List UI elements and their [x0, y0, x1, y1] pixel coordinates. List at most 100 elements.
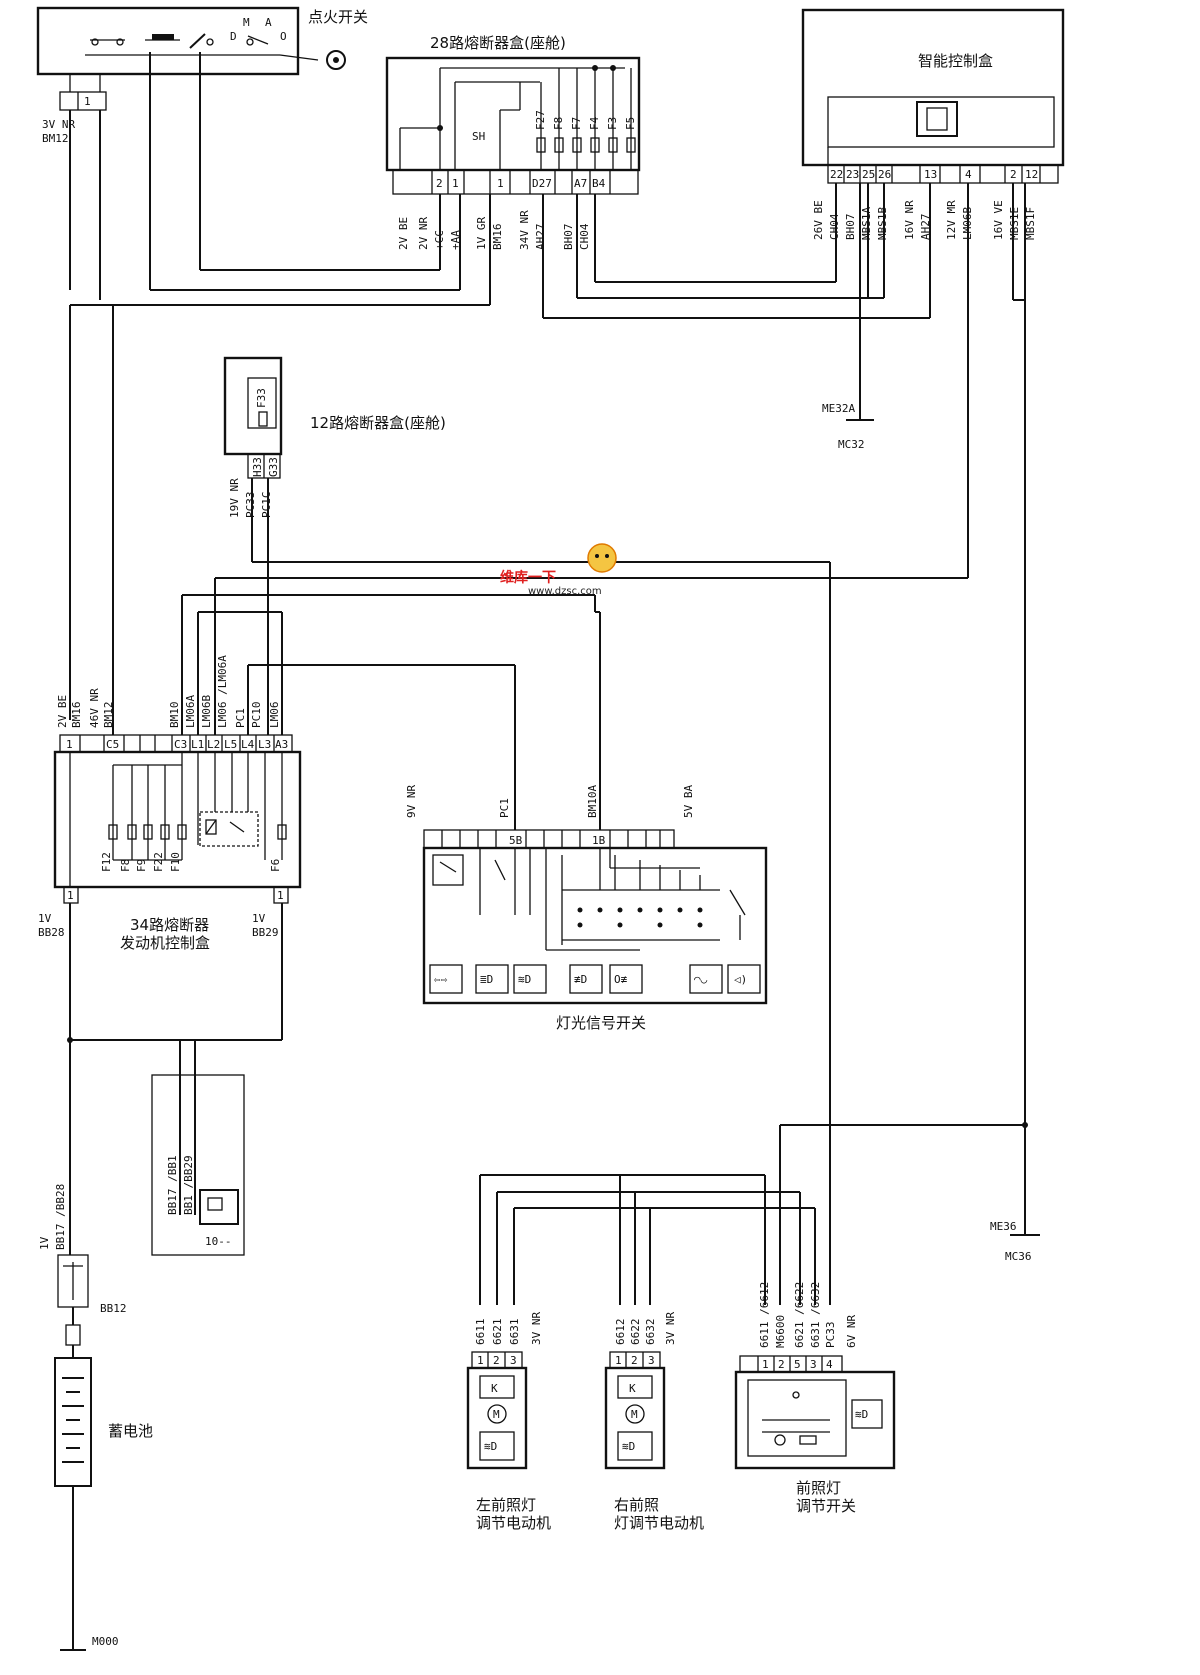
svg-text:4: 4 — [965, 168, 972, 181]
svg-text:1: 1 — [497, 177, 504, 190]
svg-text:F12: F12 — [100, 852, 113, 872]
svg-text:M: M — [243, 16, 250, 29]
svg-text:L4: L4 — [241, 738, 255, 751]
svg-text:F7: F7 — [570, 117, 583, 130]
svg-text:2V BE: 2V BE — [397, 217, 410, 250]
right-motor-label: 右前照 — [614, 1496, 659, 1514]
svg-text:C3: C3 — [174, 738, 187, 751]
fusebox-34-title: 34路熔断器 — [130, 916, 209, 934]
svg-text:AH27: AH27 — [534, 224, 547, 251]
svg-text:ME32A: ME32A — [822, 402, 855, 415]
fusebox-12-title: 12路熔断器盒(座舱) — [310, 414, 446, 432]
svg-text:1V GR: 1V GR — [475, 217, 488, 250]
svg-text:26: 26 — [878, 168, 891, 181]
svg-text:BB12: BB12 — [100, 1302, 127, 1315]
svg-text:K: K — [491, 1382, 498, 1395]
svg-text:6621 /6622: 6621 /6622 — [793, 1282, 806, 1348]
svg-text:1: 1 — [477, 1354, 484, 1367]
svg-text:6631 /6632: 6631 /6632 — [809, 1282, 822, 1348]
svg-text:2V BE: 2V BE — [56, 695, 69, 728]
svg-text:23: 23 — [846, 168, 859, 181]
svg-text:L1: L1 — [191, 738, 204, 751]
svg-text:25: 25 — [862, 168, 875, 181]
svg-text:5B: 5B — [509, 834, 523, 847]
svg-text:灯调节电动机: 灯调节电动机 — [614, 1514, 704, 1532]
svg-text:L5: L5 — [224, 738, 237, 751]
svg-text:4: 4 — [826, 1358, 833, 1371]
svg-text:5: 5 — [794, 1358, 801, 1371]
svg-text:F5: F5 — [624, 117, 637, 130]
svg-text:F33: F33 — [255, 388, 268, 408]
svg-text:3: 3 — [648, 1354, 655, 1367]
headlamp-icon: ≋D — [855, 1408, 868, 1421]
svg-text:26V BE: 26V BE — [812, 200, 825, 240]
ground-mc32: ME32A MC32 — [822, 183, 874, 451]
left-motor-label: 左前照灯 — [476, 1496, 536, 1514]
svg-text:5V BA: 5V BA — [682, 785, 695, 818]
turn-signal-icon: ⇦⇨ — [434, 973, 448, 986]
svg-text:AH27: AH27 — [919, 214, 932, 241]
svg-text:F6: F6 — [269, 859, 282, 872]
svg-text:BM10: BM10 — [168, 702, 181, 729]
left-headlamp-motor: 6611 6621 6631 3V NR 1 2 3 K M ≋D 左前照灯 调… — [466, 1312, 551, 1532]
svg-text:3V NR: 3V NR — [530, 1312, 543, 1345]
svg-text:C5: C5 — [106, 738, 119, 751]
svg-text:10--: 10-- — [205, 1235, 232, 1248]
fusebox-28-title: 28路熔断器盒(座舱) — [430, 34, 566, 52]
svg-text:K: K — [629, 1382, 636, 1395]
svg-text:D27: D27 — [532, 177, 552, 190]
svg-text:BM16: BM16 — [70, 702, 83, 729]
svg-text:L2: L2 — [207, 738, 220, 751]
svg-text:MBS1A: MBS1A — [860, 207, 873, 240]
fusebox-28-fuses: F27 F8 F7 F4 F3 F5 — [534, 65, 637, 170]
svg-text:6631: 6631 — [508, 1319, 521, 1346]
svg-text:2: 2 — [778, 1358, 785, 1371]
svg-text:M6600: M6600 — [774, 1315, 787, 1348]
svg-text:PC10: PC10 — [250, 702, 263, 729]
svg-text:6611 /6612: 6611 /6612 — [758, 1282, 771, 1348]
svg-text:6621: 6621 — [491, 1319, 504, 1346]
svg-text:2V NR: 2V NR — [417, 217, 430, 250]
svg-text:12: 12 — [1025, 168, 1038, 181]
svg-text:2: 2 — [631, 1354, 638, 1367]
headlamp-icon: ≋D — [484, 1440, 497, 1453]
svg-text:BM12: BM12 — [42, 132, 69, 145]
svg-text:1: 1 — [762, 1358, 769, 1371]
bsi-title: 智能控制盒 — [918, 52, 993, 70]
svg-text:PC1: PC1 — [234, 708, 247, 728]
svg-text:BB29: BB29 — [252, 926, 279, 939]
headlamp-icon: ≋D — [622, 1440, 635, 1453]
svg-text:1V: 1V — [252, 912, 266, 925]
svg-text:+AA: +AA — [449, 230, 462, 250]
svg-text:F9: F9 — [135, 859, 148, 872]
svg-text:BB1 /BB29: BB1 /BB29 — [182, 1155, 195, 1215]
svg-text:发动机控制盒: 发动机控制盒 — [120, 934, 210, 952]
light-switch-title: 灯光信号开关 — [556, 1014, 646, 1032]
svg-text:LM06: LM06 — [268, 702, 281, 729]
svg-text:M000: M000 — [92, 1635, 119, 1648]
svg-text:MC32: MC32 — [838, 438, 865, 451]
fusebox-12: F33 H33 G33 12路熔断器盒(座舱) 19V NR PC33 PC1C — [223, 356, 446, 518]
svg-text:12V MR: 12V MR — [945, 200, 958, 240]
low-beam-icon: ≣D — [480, 973, 493, 986]
rear-fog-icon: O≢ — [614, 973, 628, 986]
wires-bottom-left — [67, 903, 283, 1255]
svg-text:D: D — [230, 30, 237, 43]
svg-text:13: 13 — [924, 168, 937, 181]
svg-text:调节电动机: 调节电动机 — [476, 1514, 551, 1532]
svg-text:1V: 1V — [38, 912, 52, 925]
svg-text:H33: H33 — [251, 457, 264, 477]
svg-text:2: 2 — [436, 177, 443, 190]
svg-text:BB28: BB28 — [38, 926, 65, 939]
starter-box: BB17 /BB1 BB1 /BB29 10-- — [151, 1074, 245, 1256]
svg-text:F27: F27 — [534, 110, 547, 130]
svg-text:B4: B4 — [592, 177, 606, 190]
svg-text:BM10A: BM10A — [586, 785, 599, 818]
fusebox-34: 1 C5 C3 L1 L2 L5 L4 L3 A3 2V BE BM16 46V… — [38, 655, 302, 952]
svg-text:F3: F3 — [606, 117, 619, 130]
wires-headlamps: ME36 MC36 — [479, 1122, 1040, 1305]
svg-text:CH04: CH04 — [828, 213, 841, 240]
svg-text:BH07: BH07 — [562, 224, 575, 251]
svg-text:A7: A7 — [574, 177, 587, 190]
